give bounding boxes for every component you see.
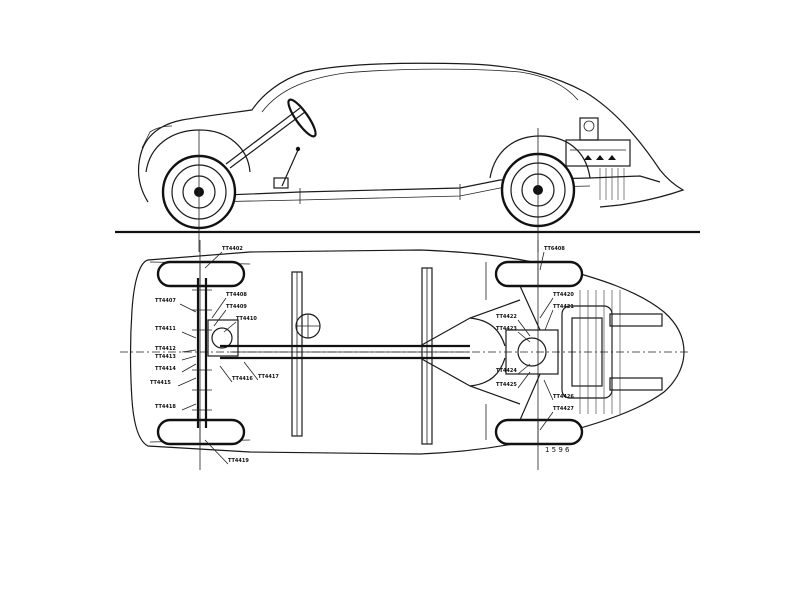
callout-label: TT4418 <box>155 404 176 410</box>
steering-wheel <box>287 98 317 138</box>
callout-label: TT4416 <box>232 376 253 382</box>
callout-labels: TT4402 TT4407 TT4408 TT4409 TT4410 TT441… <box>150 246 574 464</box>
callout-label: TT4409 <box>226 304 247 310</box>
callout-label: TT4423 <box>496 326 517 332</box>
callout-label: TT4427 <box>553 406 574 412</box>
callout-label: TT4417 <box>258 374 279 380</box>
callout-label: TT4419 <box>228 458 249 464</box>
callout-label: TT4410 <box>236 316 257 322</box>
gear-knob <box>295 146 301 152</box>
car-body-outline <box>138 62 685 208</box>
callout-label: TT4414 <box>155 366 176 372</box>
steering-column-2 <box>225 107 301 165</box>
rear-engine-plan <box>505 240 663 470</box>
window-line <box>261 68 579 113</box>
callout-label: TT4408 <box>226 292 247 298</box>
callout-label: TT4413 <box>155 354 176 360</box>
callout-leaders <box>177 251 554 465</box>
hood-line <box>141 125 173 149</box>
plan-view: TT4402 TT4407 TT4408 TT4409 TT4410 TT441… <box>120 240 690 470</box>
callout-label: TT4424 <box>496 368 517 374</box>
side-elevation-view <box>115 62 700 252</box>
front-wheel-side <box>161 130 237 252</box>
steering-wheel-plan <box>295 313 321 339</box>
rear-wheel-side <box>500 128 576 252</box>
callout-label: TT4411 <box>155 326 176 332</box>
callout-label: TT4407 <box>155 298 176 304</box>
rear-tyres-plan <box>494 260 584 446</box>
gear-lever <box>281 149 299 187</box>
front-tyres-plan <box>156 260 246 446</box>
rear-engine-side <box>565 117 631 200</box>
callout-label: TT4420 <box>553 292 574 298</box>
callout-label: TT4426 <box>553 394 574 400</box>
cross-members <box>291 267 433 445</box>
callout-label: TT4425 <box>496 382 517 388</box>
rear-fender <box>489 135 591 179</box>
callout-label: TT4422 <box>496 314 517 320</box>
pedal-box <box>273 177 289 189</box>
callout-label: TT6408 <box>544 246 565 252</box>
side-frame-rail <box>199 175 661 197</box>
steering-column <box>229 111 306 169</box>
callout-label: TT4421 <box>553 304 574 310</box>
front-axle-assembly <box>192 240 239 470</box>
callout-label: TT4402 <box>222 246 243 252</box>
callout-label: TT4415 <box>150 380 171 386</box>
backbone-tube <box>220 299 521 405</box>
drawing-mark: 1 5 9 6 <box>545 446 570 454</box>
callout-label: TT4412 <box>155 346 176 352</box>
